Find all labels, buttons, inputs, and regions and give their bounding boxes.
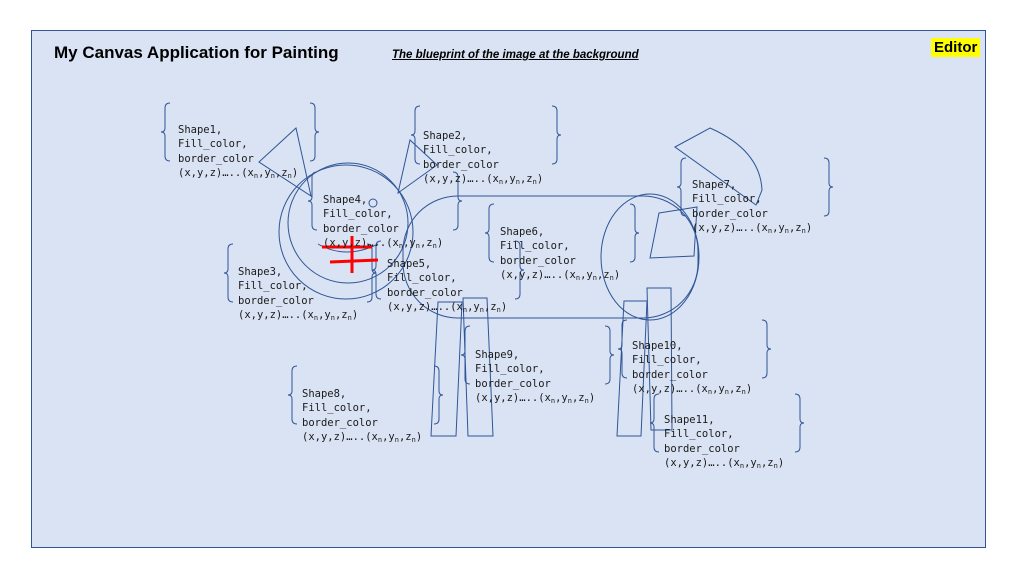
shape-fill: Fill_color,	[475, 363, 545, 375]
shape-coords: (x,y,z)…..(x	[500, 269, 576, 281]
head-inner-circle	[287, 162, 409, 284]
shape-coords: (x,y,z)…..(x	[632, 383, 708, 395]
shape-border: border_color	[632, 368, 708, 381]
shape3-label: Shape3, Fill_color, border_color (x,y,z)…	[238, 265, 359, 323]
shape8-label: Shape8, Fill_color, border_color (x,y,z)…	[302, 387, 423, 445]
red-marker-cross	[322, 236, 379, 273]
shape7-label: Shape7, Fill_color, border_color (x,y,z)…	[692, 178, 813, 236]
shape-name: Shape11,	[664, 413, 715, 426]
shape-border: border_color	[238, 294, 314, 307]
shape-name: Shape1,	[178, 123, 223, 136]
tail-shape	[674, 127, 763, 206]
shape-name: Shape7,	[692, 178, 737, 191]
shape-fill: Fill_color,	[238, 280, 308, 292]
editor-button[interactable]: Editor	[931, 38, 981, 57]
shape5-label: Shape5, Fill_color, border_color (x,y,z)…	[387, 257, 508, 315]
back-left-leg	[616, 300, 648, 437]
shape-name: Shape10,	[632, 339, 683, 352]
shape-border: border_color	[302, 416, 378, 429]
shape-coords: (x,y,z)…..(x	[475, 392, 551, 404]
front-right-leg	[462, 297, 494, 437]
front-left-leg	[430, 301, 463, 437]
shape4-label: Shape4, Fill_color, border_color (x,y,z)…	[323, 193, 444, 251]
shape-border: border_color	[178, 152, 254, 165]
back-right-leg	[646, 287, 673, 431]
shape-coords: (x,y,z)…..(x	[302, 431, 378, 443]
shape-fill: Fill_color,	[500, 240, 570, 252]
left-ear-triangle	[258, 127, 312, 198]
shape-fill: Fill_color,	[423, 144, 493, 156]
body-rounded-rect	[402, 195, 699, 319]
shape-coords: (x,y,z)…..(x	[423, 173, 499, 185]
app-title: My Canvas Application for Painting	[54, 43, 339, 62]
shape1-label: Shape1, Fill_color, border_color (x,y,z)…	[178, 123, 299, 181]
shape-coords: (x,y,z)…..(x	[387, 301, 463, 313]
label-braces	[160, 102, 834, 453]
shape-fill: Fill_color,	[323, 208, 393, 220]
shape-coords: (x,y,z)…..(x	[692, 222, 768, 234]
shape-border: border_color	[692, 207, 768, 220]
shape-coords: (x,y,z)…..(x	[238, 309, 314, 321]
blueprint-subtitle: The blueprint of the image at the backgr…	[392, 49, 639, 61]
shape-coords: (x,y,z)…..(x	[323, 237, 399, 249]
shape11-label: Shape11, Fill_color, border_color (x,y,z…	[664, 413, 785, 471]
shape10-label: Shape10, Fill_color, border_color (x,y,z…	[632, 339, 753, 397]
tail-quad	[649, 206, 698, 259]
shape-coords: (x,y,z)…..(x	[178, 167, 254, 179]
shape-name: Shape6,	[500, 225, 545, 238]
shape-name: Shape5,	[387, 257, 432, 270]
shape-border: border_color	[323, 222, 399, 235]
shape6-label: Shape6, Fill_color, border_color (x,y,z)…	[500, 225, 621, 283]
shape-name: Shape2,	[423, 129, 468, 142]
shape-fill: Fill_color,	[302, 402, 372, 414]
shape-border: border_color	[475, 377, 551, 390]
right-ear-triangle	[397, 139, 438, 195]
shape-fill: Fill_color,	[632, 354, 702, 366]
eye-circle	[368, 198, 378, 208]
shape-border: border_color	[664, 442, 740, 455]
shape-name: Shape9,	[475, 348, 520, 361]
shape-fill: Fill_color,	[178, 138, 248, 150]
shape-border: border_color	[423, 158, 499, 171]
shape-name: Shape8,	[302, 387, 347, 400]
shape2-label: Shape2, Fill_color, border_color (x,y,z)…	[423, 129, 544, 187]
shape-name: Shape4,	[323, 193, 368, 206]
shape-fill: Fill_color,	[664, 428, 734, 440]
shape-fill: Fill_color,	[387, 272, 457, 284]
shape9-label: Shape9, Fill_color, border_color (x,y,z)…	[475, 348, 596, 406]
shape-fill: Fill_color,	[692, 193, 762, 205]
shape-coords: (x,y,z)…..(x	[664, 457, 740, 469]
shape-border: border_color	[387, 286, 463, 299]
shape-name: Shape3,	[238, 265, 283, 278]
shape-border: border_color	[500, 254, 576, 267]
head-outer-circle	[278, 164, 414, 300]
canvas-area[interactable]	[31, 30, 986, 548]
tail-circle	[600, 193, 700, 321]
